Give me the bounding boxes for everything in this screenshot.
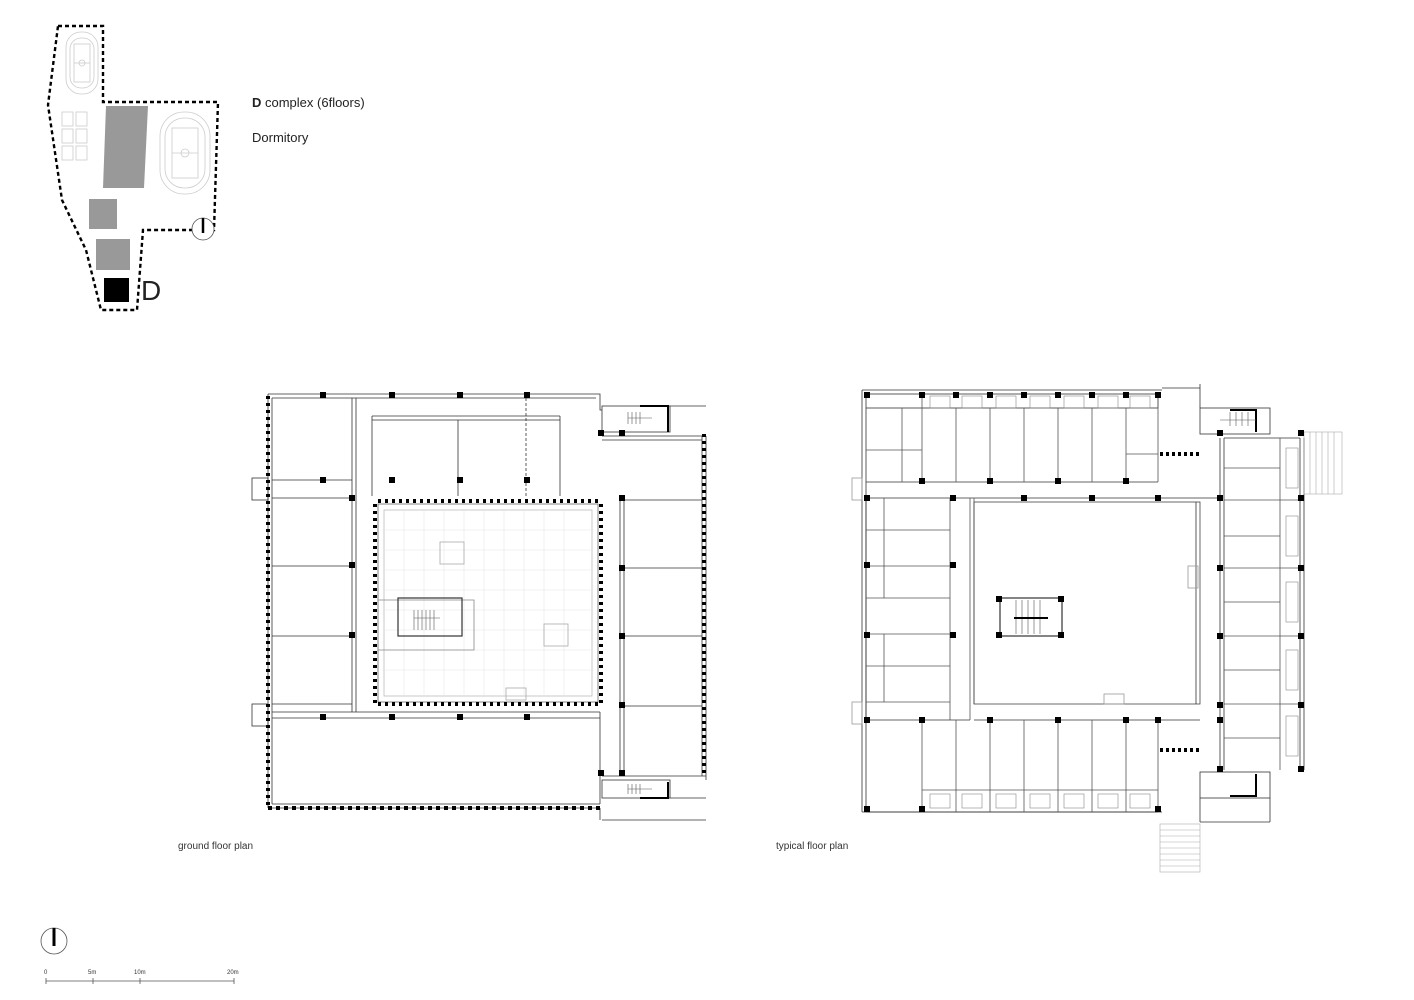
gf-outer-wall <box>268 393 602 411</box>
site-boundary <box>46 24 220 312</box>
tf-columns <box>864 392 1304 812</box>
building-b <box>89 199 117 229</box>
building-c <box>96 239 130 270</box>
title-bold: D <box>252 95 262 110</box>
site-north-arrow-icon <box>191 217 215 241</box>
north-arrow-icon <box>40 927 68 955</box>
site-marker-label: D <box>141 275 162 306</box>
scale-label-10m: 10m <box>134 970 146 976</box>
gf-courtyard <box>377 503 599 703</box>
typical-floor-caption: typical floor plan <box>776 841 849 852</box>
small-courts <box>61 111 88 161</box>
page-subtitle: Dormitory <box>252 130 309 145</box>
scale-label-20m: 20m <box>227 970 239 976</box>
building-a <box>103 106 148 188</box>
scale-label-5m: 5m <box>88 970 97 976</box>
building-d <box>104 278 129 302</box>
scale-bar <box>45 978 235 984</box>
sports-field-north <box>65 31 99 95</box>
title-rest: complex (6floors) <box>261 95 365 110</box>
page-title: D complex (6floors) <box>252 95 365 110</box>
tf-courtyard <box>973 501 1201 705</box>
site-key-plan <box>46 24 220 312</box>
gf-columns <box>266 392 706 810</box>
ground-floor-caption: ground floor plan <box>178 841 254 852</box>
ground-floor-plan <box>251 393 707 821</box>
sports-field-east <box>159 111 211 195</box>
scale-label-0: 0 <box>44 970 48 976</box>
typical-floor-plan <box>851 384 1343 873</box>
